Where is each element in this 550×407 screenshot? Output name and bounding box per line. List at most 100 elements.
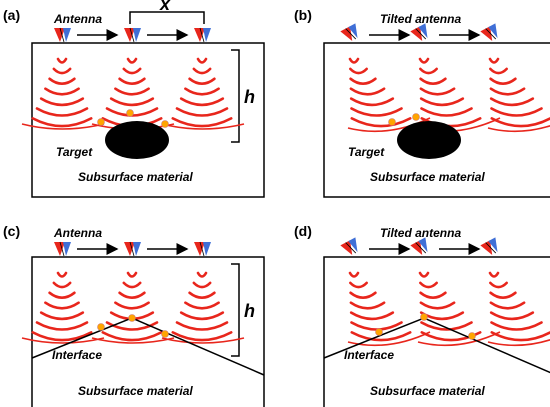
tilted-antenna-icon [480, 237, 498, 255]
wave-arc [419, 301, 456, 310]
antenna-icon [54, 241, 71, 257]
wave-arc [420, 321, 473, 331]
tilted-antenna-icon [410, 23, 428, 41]
wave-arc [161, 337, 245, 344]
wave-arc [487, 124, 550, 133]
wave-arc [419, 97, 465, 107]
panel-letter: (d) [294, 223, 312, 239]
material-label: Subsurface material [78, 170, 193, 184]
target-object [397, 121, 461, 159]
wave-arc [490, 321, 543, 331]
wave-arc [420, 117, 482, 128]
reflection-point [388, 118, 396, 126]
wave-arc [488, 271, 500, 278]
reflection-point [97, 323, 105, 331]
spacing-label: x [159, 0, 171, 14]
wave-arc [192, 281, 212, 289]
wave-arc [56, 57, 68, 64]
tilted-antenna-icon [340, 237, 358, 255]
tilted-antenna-icon [480, 23, 498, 41]
subsurface-box [323, 42, 550, 198]
wave-arc [490, 107, 543, 117]
antenna-label: Tilted antenna [380, 12, 461, 26]
wavefronts [21, 271, 245, 344]
wave-arc [489, 311, 535, 321]
wave-arc [48, 291, 76, 299]
wave-arc [44, 301, 80, 310]
antenna-icon [124, 27, 141, 43]
depth-label: h [244, 301, 255, 321]
wave-arc [31, 117, 93, 128]
wave-arc [196, 57, 208, 64]
depth-bracket [231, 263, 240, 357]
subsurface-box [31, 42, 265, 198]
wave-arc [109, 97, 155, 107]
wave-arc [179, 311, 225, 321]
wave-arc [419, 87, 456, 96]
wave-arc [196, 271, 208, 278]
wave-arc [184, 87, 220, 96]
wave-arc [101, 331, 163, 342]
wave-arc [349, 311, 395, 321]
wave-arc [348, 57, 360, 64]
wave-arc [184, 301, 220, 310]
wave-arc [349, 67, 368, 75]
spacing-bracket [129, 11, 205, 24]
wave-arc [419, 77, 447, 85]
wave-arc [35, 321, 89, 331]
wave-arc [91, 337, 175, 344]
wave-arc [35, 107, 89, 117]
wave-arc [105, 321, 159, 331]
wave-arc [489, 97, 535, 107]
wave-arc [349, 77, 377, 85]
antenna-icon [194, 27, 211, 43]
reflection-point [97, 118, 105, 126]
reflection-point [126, 109, 134, 117]
wave-arc [348, 271, 360, 278]
wave-arc [122, 67, 142, 75]
wave-arc [490, 117, 550, 128]
wave-arc [118, 77, 146, 85]
reflection-point [375, 328, 383, 336]
wave-arc [420, 107, 473, 117]
wave-arc [419, 67, 438, 75]
subsurface-box [31, 256, 265, 407]
wave-arc [114, 87, 150, 96]
antenna-label: Tilted antenna [380, 226, 461, 240]
interface-label: Interface [52, 348, 102, 362]
wave-arc [171, 331, 233, 342]
wave-arc [21, 337, 105, 344]
wave-arc [175, 107, 229, 117]
depth-bracket [231, 49, 240, 143]
wave-arc [39, 97, 85, 107]
wave-arc [350, 117, 412, 128]
wave-arc [349, 281, 368, 289]
reflection-point [128, 314, 136, 322]
wave-arc [488, 57, 500, 64]
wave-arc [122, 281, 142, 289]
wave-arc [347, 331, 431, 347]
depth-label: h [244, 87, 255, 107]
wave-arc [39, 311, 85, 321]
material-label: Subsurface material [370, 170, 485, 184]
material-label: Subsurface material [78, 384, 193, 398]
wave-arc [118, 291, 146, 299]
wave-arc [31, 331, 93, 342]
wave-arc [188, 291, 216, 299]
wave-arc [349, 97, 395, 107]
wave-arc [350, 331, 412, 342]
subsurface-box [323, 256, 550, 407]
wave-arc [175, 321, 229, 331]
panel-letter: (b) [294, 7, 312, 23]
wave-arc [350, 107, 403, 117]
wave-arc [56, 271, 68, 278]
panel-letter: (a) [3, 7, 20, 23]
wavefronts [21, 57, 245, 130]
wave-arc [489, 77, 517, 85]
wave-arc [487, 338, 550, 347]
wave-arc [489, 301, 526, 310]
tilted-antenna-icon [340, 23, 358, 41]
